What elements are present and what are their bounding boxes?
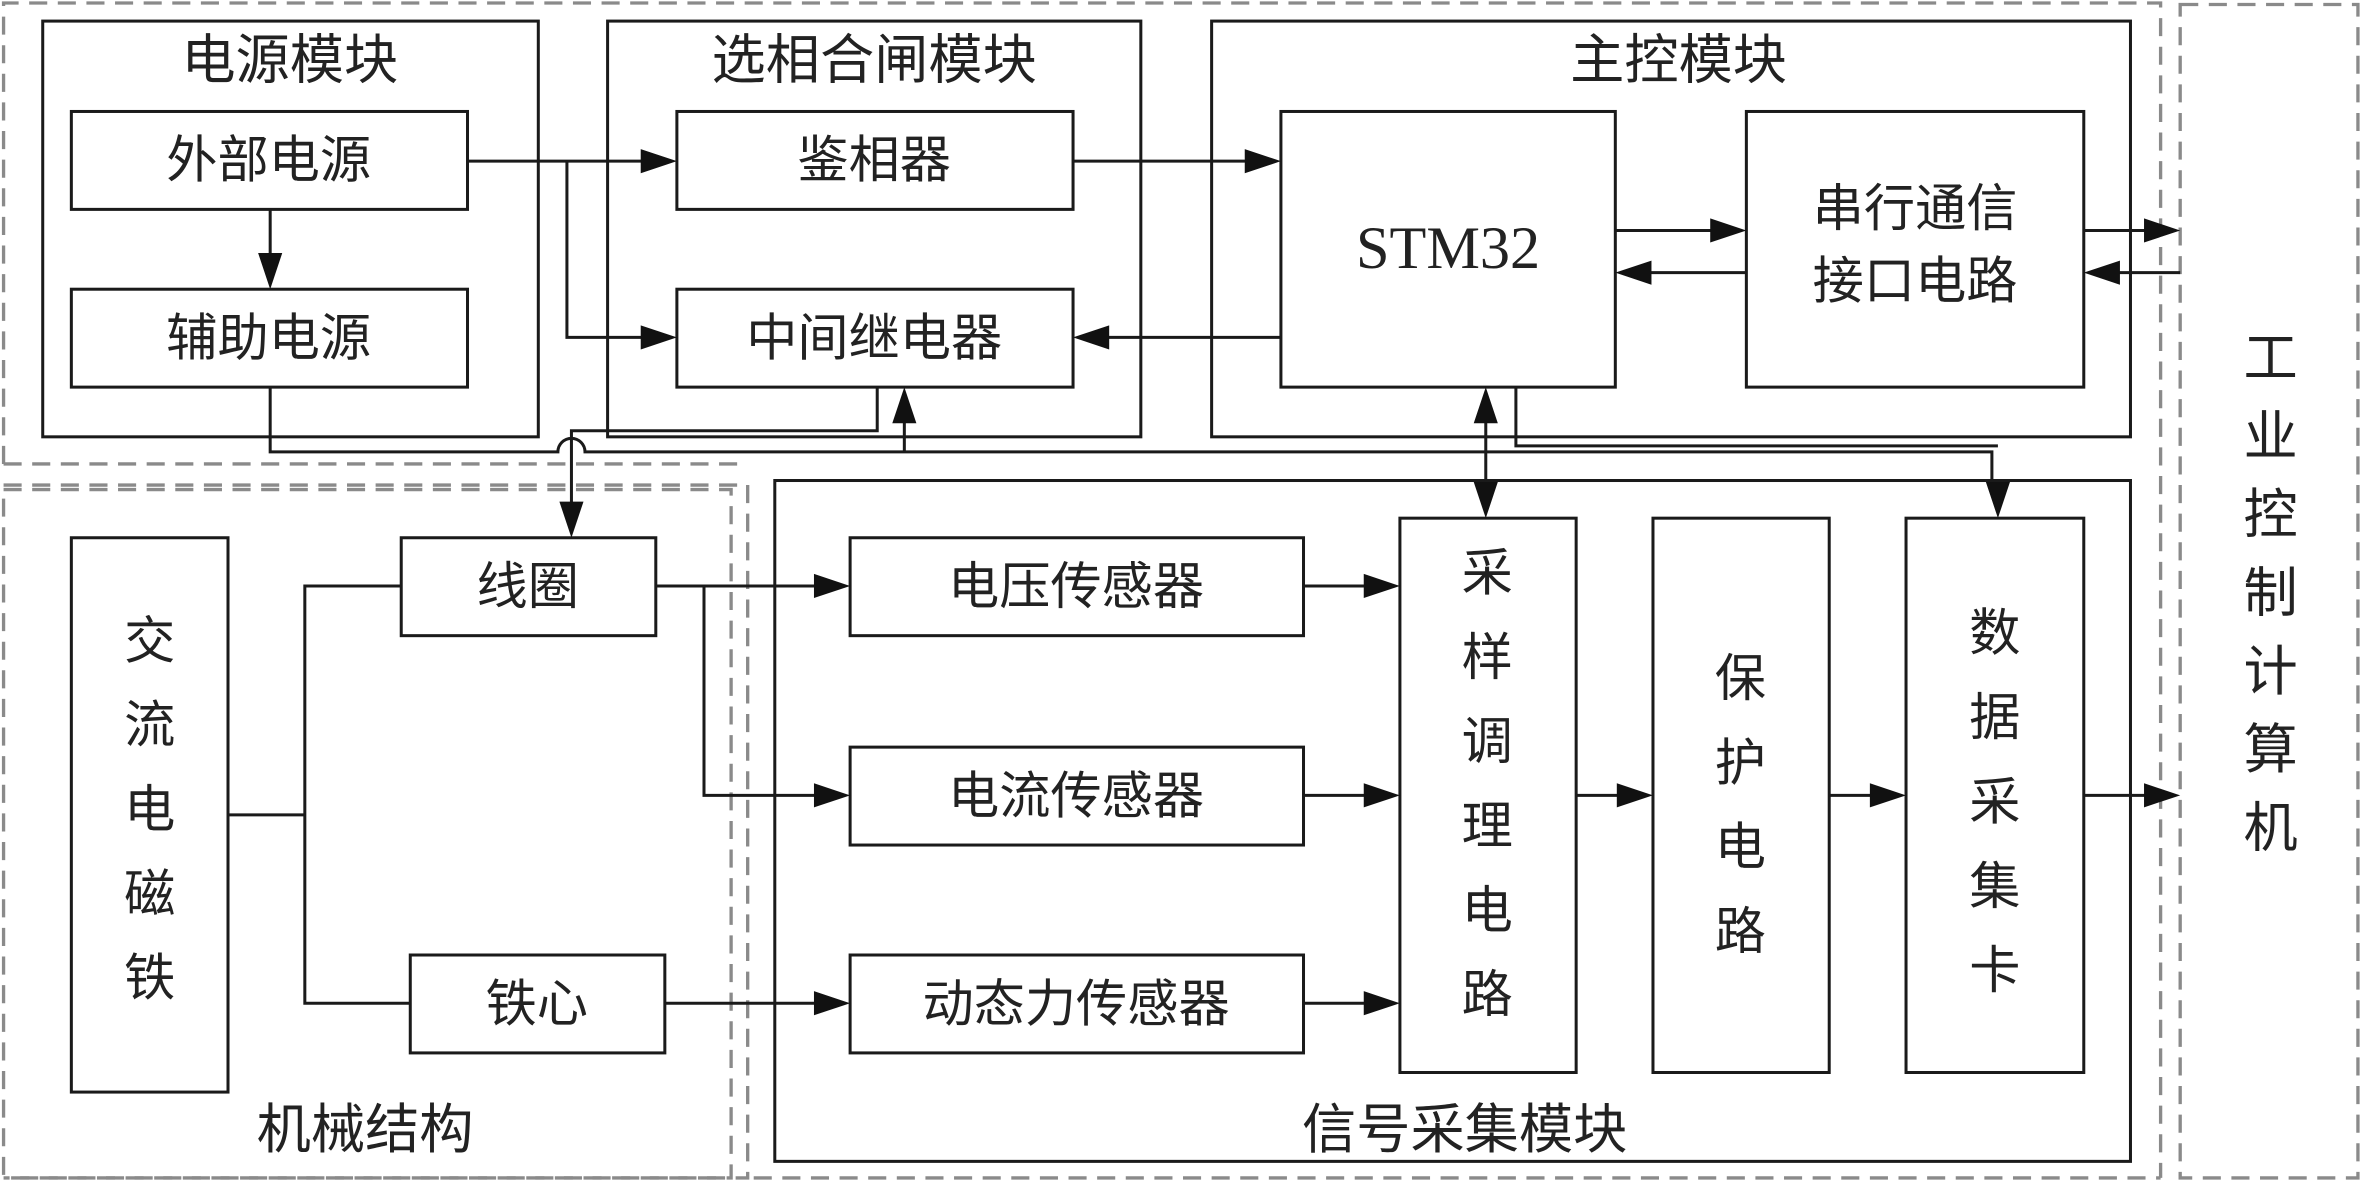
vertical-label-char: 工 xyxy=(2243,327,2297,390)
arrow-right-icon xyxy=(1363,783,1400,808)
mechanical-region-outer xyxy=(3,483,750,1180)
phase-close-module-frame xyxy=(606,19,1143,439)
phase-close-module-title: 选相合闸模块 xyxy=(712,28,1037,91)
vertical-label-char: 流 xyxy=(124,696,175,756)
daq-card-label: 数据采集卡 xyxy=(1969,604,2020,1001)
vertical-label-char: 数 xyxy=(1969,604,2020,664)
core-label: 铁心 xyxy=(486,974,588,1034)
force-sensor-label: 动态力传感器 xyxy=(922,974,1229,1034)
vertical-label-char: 磁 xyxy=(124,864,175,924)
signal-acq-module-title: 信号采集模块 xyxy=(1302,1098,1627,1161)
serial-interface-label-line1: 串行通信 xyxy=(1813,179,2018,239)
block-conditioning-circuit: 采样调理电路 xyxy=(1398,516,1578,1075)
vertical-label-char: 电 xyxy=(124,780,175,840)
vertical-label-char: 采 xyxy=(1462,543,1513,603)
arrow-right-icon xyxy=(1710,218,1747,243)
block-force-sensor: 动态力传感器 xyxy=(848,953,1306,1055)
arrow-right-icon xyxy=(1869,783,1907,808)
arrow-right-icon xyxy=(813,991,851,1016)
arrow-down-icon xyxy=(1985,482,2010,519)
vertical-label-char: 护 xyxy=(1715,733,1766,793)
connections xyxy=(228,159,2181,1005)
block-voltage-sensor: 电压传感器 xyxy=(848,536,1306,638)
block-ac-magnet: 交流电磁铁 xyxy=(69,536,230,1094)
vertical-label-char: 路 xyxy=(1462,965,1513,1025)
arrow-right-icon xyxy=(813,573,851,599)
external-power-label: 外部电源 xyxy=(166,131,371,191)
power-module-title: 电源模块 xyxy=(181,28,398,91)
block-serial-interface: 串行通信 接口电路 xyxy=(1744,109,2086,389)
vertical-label-char: 调 xyxy=(1462,712,1513,772)
vertical-label-char: 路 xyxy=(1715,902,1766,962)
arrow-right-icon xyxy=(1616,783,1653,808)
vertical-label-char: 卡 xyxy=(1969,941,2020,1001)
vertical-label-char: 保 xyxy=(1715,649,1766,709)
arrow-left-icon xyxy=(1073,325,1110,350)
block-external-power: 外部电源 xyxy=(69,109,470,211)
vertical-label-char: 计 xyxy=(2243,640,2297,703)
arrow-right-icon xyxy=(1363,573,1400,599)
stm32-label: STM32 xyxy=(1356,215,1540,282)
protection-circuit-label: 保护电路 xyxy=(1715,649,1766,962)
arrow-right-icon xyxy=(640,325,677,350)
arrow-right-icon xyxy=(640,149,677,174)
block-coil: 线圈 xyxy=(399,536,658,638)
block-current-sensor: 电流传感器 xyxy=(848,745,1306,847)
arrow-up-icon xyxy=(1473,387,1498,424)
ac-magnet-label: 交流电磁铁 xyxy=(124,611,175,1008)
vertical-label-char: 电 xyxy=(1462,881,1513,941)
vertical-label-char: 理 xyxy=(1462,797,1513,857)
current-sensor-label: 电流传感器 xyxy=(948,766,1204,826)
voltage-sensor-label: 电压传感器 xyxy=(948,557,1204,617)
aux-power-label: 辅助电源 xyxy=(166,308,371,368)
arrow-down-icon xyxy=(1473,482,1498,519)
arrow-right-icon xyxy=(1363,991,1400,1016)
arrow-up-icon xyxy=(892,387,917,424)
relay-label: 中间继电器 xyxy=(746,308,1002,368)
arrow-left-icon xyxy=(2083,260,2120,285)
vertical-label-char: 控 xyxy=(2243,483,2297,546)
phase-detector-label: 鉴相器 xyxy=(797,131,951,191)
vertical-label-char: 电 xyxy=(1715,818,1766,878)
signal-acq-module-frame xyxy=(773,479,2132,1163)
conditioning-circuit-label: 采样调理电路 xyxy=(1462,543,1513,1025)
block-core: 铁心 xyxy=(408,953,667,1055)
vertical-label-char: 机 xyxy=(2243,797,2297,860)
mechanical-structure-title: 机械结构 xyxy=(257,1098,474,1161)
vertical-label-char: 样 xyxy=(1462,628,1513,688)
main-control-module-title: 主控模块 xyxy=(1570,28,1787,91)
power-module-frame xyxy=(41,19,540,439)
arrow-right-icon xyxy=(1244,149,1281,174)
arrow-left-icon xyxy=(1615,260,1652,285)
arrowheads xyxy=(258,149,2181,1016)
vertical-label-char: 制 xyxy=(2243,562,2297,625)
arrow-right-icon xyxy=(813,783,851,808)
block-daq-card: 数据采集卡 xyxy=(1904,516,2086,1075)
block-protection-circuit: 保护电路 xyxy=(1651,516,1831,1075)
block-aux-power: 辅助电源 xyxy=(69,287,470,389)
arrow-right-icon xyxy=(2144,218,2181,243)
vertical-label-char: 集 xyxy=(1969,857,2020,917)
ipc-region xyxy=(2178,2,2360,1180)
ipc-label: 工业控制计算机 xyxy=(2243,327,2297,860)
vertical-label-char: 据 xyxy=(1969,688,2020,748)
coil-label: 线圈 xyxy=(477,557,579,617)
block-phase-detector: 鉴相器 xyxy=(675,109,1075,211)
block-stm32: STM32 xyxy=(1279,109,1617,389)
vertical-label-char: 交 xyxy=(124,611,175,671)
upper-region-border xyxy=(1,1,2163,1178)
vertical-label-char: 采 xyxy=(1969,772,2020,832)
vertical-label-char: 业 xyxy=(2243,405,2297,468)
serial-interface-label-line2: 接口电路 xyxy=(1813,251,2018,311)
block-relay: 中间继电器 xyxy=(675,287,1075,389)
vertical-label-char: 算 xyxy=(2243,718,2297,781)
vertical-label-char: 铁 xyxy=(124,949,175,1009)
arrow-down-icon xyxy=(559,501,584,538)
arrow-down-icon xyxy=(258,253,283,290)
arrow-right-icon xyxy=(2144,783,2181,808)
